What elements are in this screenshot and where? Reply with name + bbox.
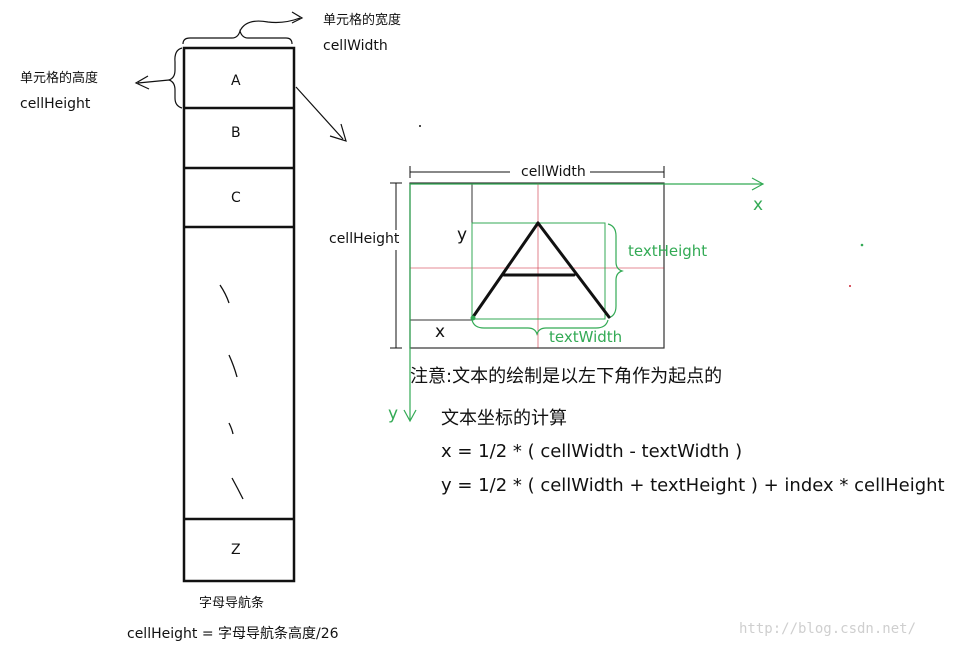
width-label-cn: 单元格的宽度 — [323, 13, 402, 28]
stray-dot-1 — [860, 243, 864, 247]
cell-label-c: C — [231, 190, 241, 206]
text-height-brace — [607, 223, 624, 319]
glyph-a-right-stroke — [536, 221, 611, 319]
height-label-cn: 单元格的高度 — [20, 71, 99, 86]
text-width-brace — [471, 319, 609, 336]
ellipsis-stroke-1 — [219, 284, 230, 304]
ellipsis-stroke-4 — [231, 477, 244, 500]
y-axis-arrow — [403, 409, 417, 423]
cell-label-b: B — [231, 125, 241, 141]
text-origin-point — [470, 315, 476, 321]
detail-cell — [390, 166, 765, 423]
stray-dot-2 — [849, 285, 851, 287]
detail-cell-height-label: cellHeight — [329, 231, 400, 247]
width-brace — [182, 28, 293, 45]
cell-label-z: Z — [231, 542, 241, 558]
glyph-a — [471, 221, 611, 319]
ellipsis-stroke-2 — [228, 354, 238, 378]
width-brace-arrow — [239, 11, 304, 32]
watermark: http://blog.csdn.net/ — [739, 621, 917, 637]
formula-title: 文本坐标的计算 — [441, 408, 567, 429]
width-label-en: cellWidth — [323, 38, 388, 54]
ellipsis-stroke-3 — [228, 422, 234, 435]
text-height-label: textHeight — [628, 242, 708, 260]
y-axis-label: y — [388, 404, 399, 424]
y-offset-label: y — [457, 225, 468, 245]
nav-bar — [182, 46, 296, 583]
detail-cell-outline — [409, 182, 665, 349]
nav-bar-caption: 字母导航条 — [199, 596, 265, 611]
nav-bar-outline — [182, 46, 296, 583]
stray-dot-3 — [419, 125, 421, 127]
height-brace-arrow — [134, 75, 170, 90]
glyph-a-left-stroke — [471, 221, 540, 319]
formula-x: x = 1/2 * ( cellWidth - textWidth ) — [441, 441, 743, 462]
x-axis-label: x — [753, 195, 764, 215]
drawing-note: 注意:文本的绘制是以左下角作为起点的 — [410, 366, 723, 387]
text-bounding-box — [471, 222, 606, 320]
detail-cell-width-label: cellWidth — [519, 164, 588, 180]
height-brace — [167, 47, 183, 109]
height-label-en: cellHeight — [20, 96, 91, 112]
cell-height-formula: cellHeight = 字母导航条高度/26 — [127, 626, 339, 642]
zoom-arrow — [295, 86, 347, 142]
text-width-label: textWidth — [549, 328, 623, 346]
cell-label-a: A — [231, 73, 241, 89]
formula-y: y = 1/2 * ( cellWidth + textHeight ) + i… — [441, 475, 945, 496]
x-axis-arrow — [751, 177, 765, 191]
x-offset-label: x — [435, 322, 446, 342]
